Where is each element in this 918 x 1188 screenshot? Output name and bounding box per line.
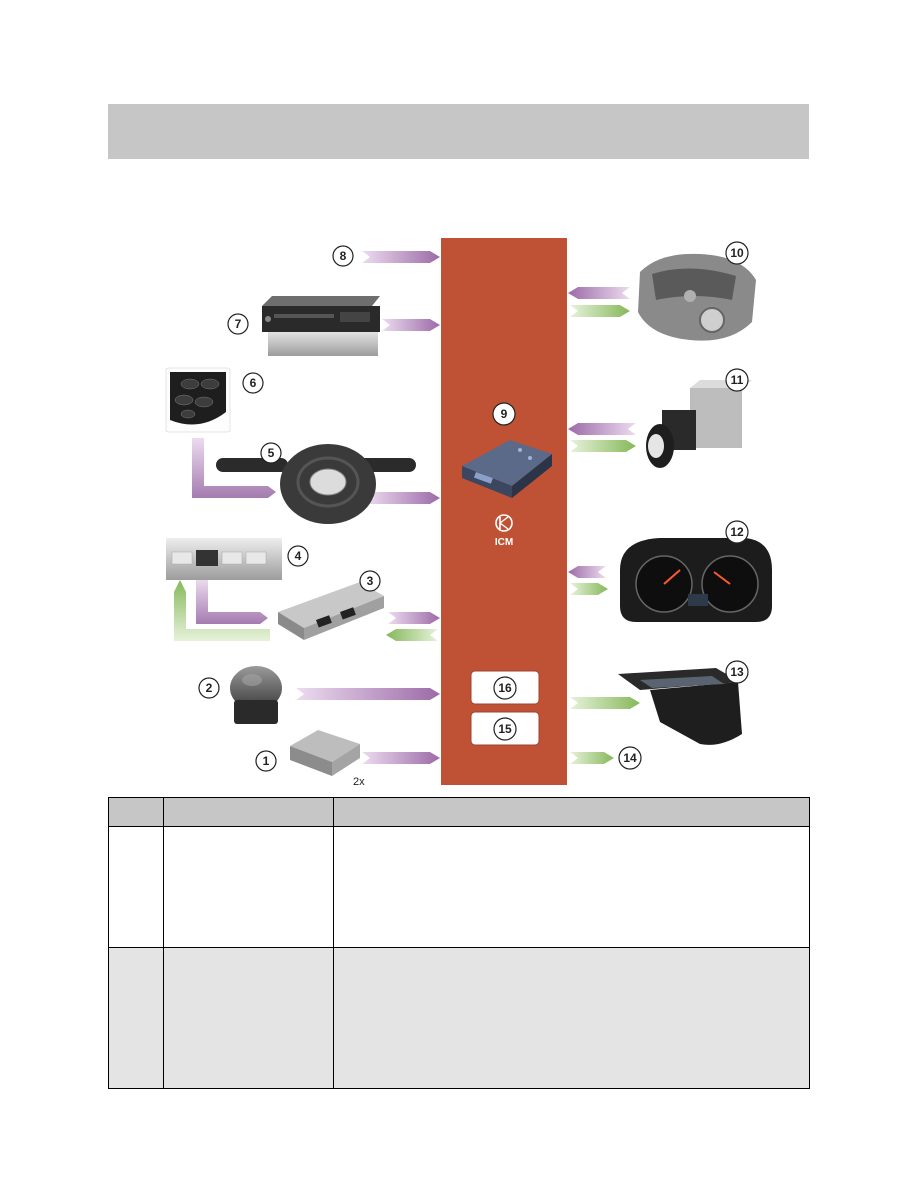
svg-text:9: 9: [501, 407, 508, 421]
arrow-bus-to-14: [570, 752, 614, 764]
instrument-cluster-illustration: [620, 538, 772, 622]
link-6-to-5: [192, 438, 276, 498]
icm-label: ICM: [495, 537, 513, 548]
svg-text:2: 2: [206, 681, 213, 695]
arrow-bus-to-12: [570, 583, 608, 595]
callout-5: 5: [260, 442, 282, 464]
arrow-3-to-bus: [388, 612, 440, 624]
icm-control-unit: [462, 440, 552, 498]
table-cell: [108, 947, 164, 1089]
table-header-cell: [333, 797, 810, 827]
callout-4: 4: [287, 545, 309, 567]
arrow-bus-to-13: [570, 697, 640, 709]
arrow-10-to-bus: [568, 287, 630, 299]
arrow-bus-to-11: [570, 440, 636, 452]
arrow-11-to-bus: [568, 423, 636, 435]
transistor-icon: [495, 514, 513, 532]
svg-text:6: 6: [250, 376, 257, 390]
svg-text:11: 11: [731, 373, 744, 387]
sensor-box-illustration: [290, 730, 360, 776]
svg-text:8: 8: [340, 249, 347, 263]
table-row: [108, 826, 810, 948]
callout-6: 6: [242, 372, 264, 394]
link-3-to-4: [174, 580, 270, 641]
svg-text:1: 1: [263, 754, 270, 768]
table-cell: [163, 826, 334, 948]
arrow-12-to-bus: [568, 566, 606, 578]
head-unit-illustration: [262, 296, 380, 356]
table-header-cell: [108, 797, 164, 827]
dsc-unit-illustration: [646, 380, 752, 468]
callout-9: 9: [492, 402, 516, 426]
light-switch-illustration: [166, 538, 282, 580]
svg-text:14: 14: [623, 751, 637, 765]
callout-16: 16: [493, 676, 517, 700]
head-up-display-illustration: [618, 668, 742, 745]
control-module-illustration: [278, 582, 384, 640]
arrow-5-to-bus: [366, 492, 440, 504]
svg-text:4: 4: [295, 549, 302, 563]
steering-buttons-illustration: [165, 367, 231, 433]
arrow-7-to-bus: [382, 319, 440, 331]
callout-15: 15: [493, 717, 517, 741]
table-header-row: [108, 797, 810, 827]
table-cell: [333, 947, 810, 1089]
callout-11: 11: [725, 368, 749, 392]
section-header-bar: [108, 104, 809, 159]
callout-7: 7: [227, 313, 249, 335]
quantity-note: 2x: [353, 776, 365, 788]
icm-system-diagram: ICM: [165, 238, 772, 788]
arrow-bus-to-10: [570, 305, 630, 317]
arrow-bus-to-3: [386, 629, 438, 641]
link-4-to-3: [196, 579, 268, 624]
callout-13: 13: [725, 660, 749, 684]
arrow-8-to-bus: [362, 251, 440, 263]
arrow-2-to-bus: [296, 688, 440, 700]
svg-text:13: 13: [730, 665, 744, 679]
table-cell: [108, 826, 164, 948]
svg-text:5: 5: [268, 446, 275, 460]
svg-text:16: 16: [498, 681, 512, 695]
callout-2: 2: [198, 677, 220, 699]
radar-sensor-illustration: [230, 666, 282, 724]
svg-text:15: 15: [498, 722, 512, 736]
callout-14: 14: [618, 746, 642, 770]
callout-12: 12: [725, 520, 749, 544]
callout-10: 10: [725, 241, 749, 265]
svg-text:10: 10: [730, 246, 744, 260]
callout-1: 1: [255, 750, 277, 772]
legend-table: [108, 797, 810, 1089]
svg-text:3: 3: [367, 574, 374, 588]
arrow-1-to-bus: [362, 752, 440, 764]
column-switch-illustration: [216, 444, 416, 524]
table-cell: [333, 826, 810, 948]
engine-illustration: [638, 253, 756, 341]
table-header-cell: [163, 797, 334, 827]
table-row: [108, 947, 810, 1089]
svg-text:7: 7: [235, 317, 242, 331]
table-cell: [163, 947, 334, 1089]
callout-3: 3: [359, 570, 381, 592]
svg-text:12: 12: [730, 525, 744, 539]
callout-8: 8: [332, 245, 354, 267]
